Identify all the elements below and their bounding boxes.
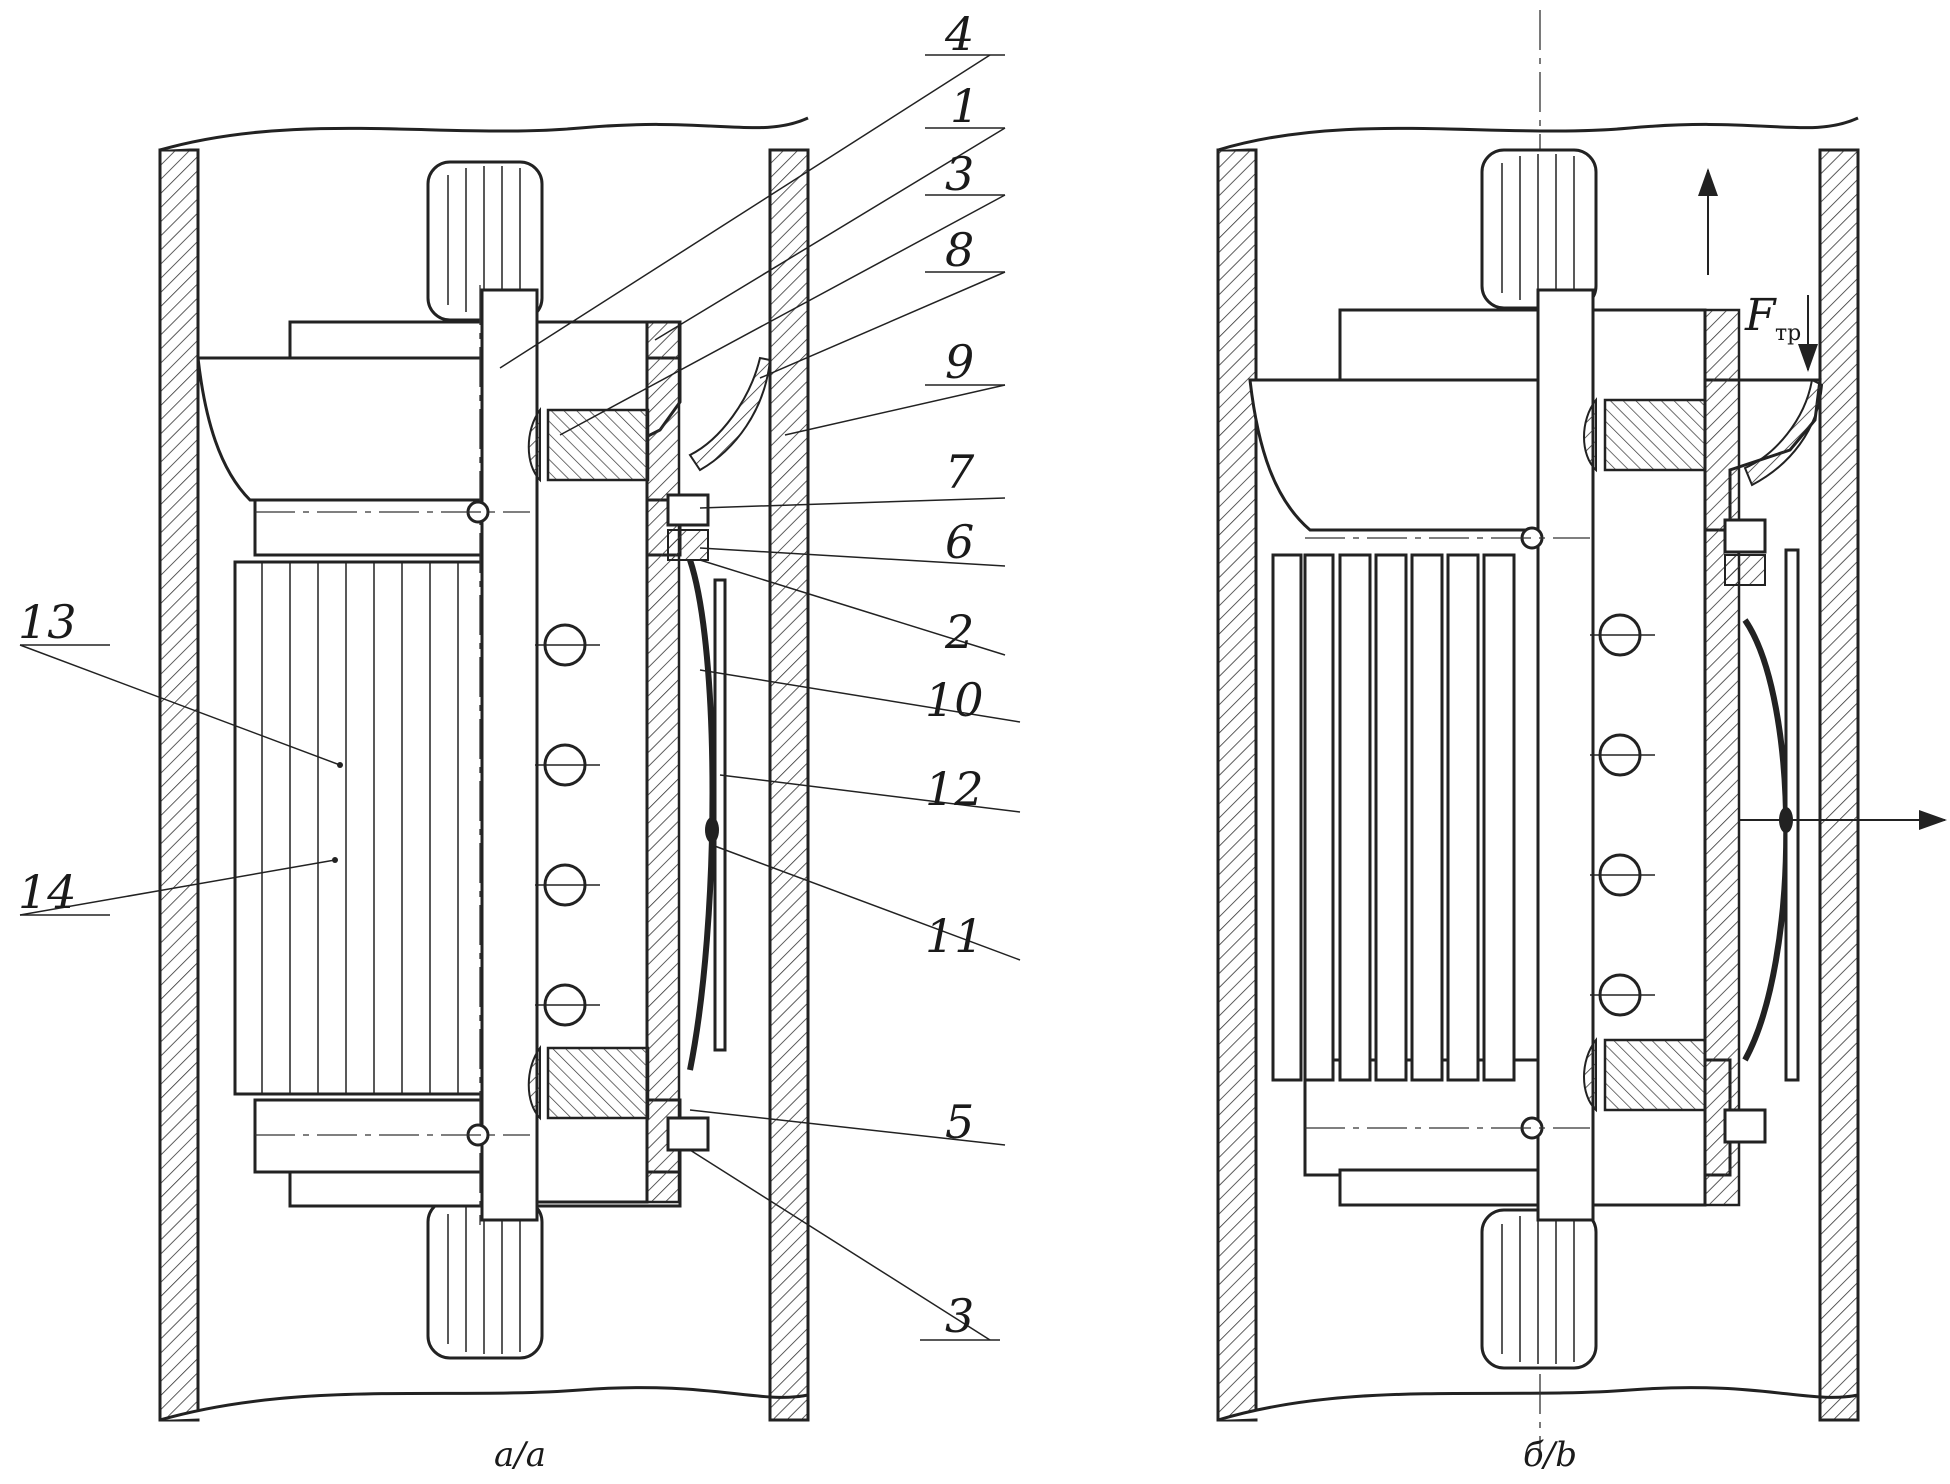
pipe-wall-right-b [1818,148,1860,1422]
view-a: 4 1 3 8 9 7 6 2 10 12 11 5 3 13 14 а/a [18,7,1021,1475]
callout-10: 10 [925,673,984,727]
force-label: F [1744,290,1777,341]
brush-b [1271,553,1516,1082]
plate-1-b [1703,308,1741,1207]
pipe-break-bottom-b [1217,1386,1859,1422]
callout-9: 9 [945,335,974,389]
callout-11: 11 [925,909,984,963]
seal-bottom-a [527,1044,541,1121]
callout-2: 2 [944,605,974,659]
pipe-break-bottom-a [159,1386,809,1422]
contact-11-a [705,817,719,843]
seal-8-a [688,356,772,472]
holes-b [1590,613,1655,1017]
insert-3-bottom-a [546,1046,650,1120]
caption-b: б/b [1523,1435,1577,1475]
pipe-break-top-b [1217,116,1859,152]
callout-5: 5 [945,1095,974,1149]
insert-top-b [1603,398,1707,472]
callout-14: 14 [18,865,77,919]
callout-8: 8 [945,223,974,277]
caption-a: а/a [494,1435,546,1475]
fastener-6-a [667,529,709,561]
callout-7: 7 [945,445,975,499]
callout-13: 13 [18,595,77,649]
callout-3-top: 3 [945,147,974,201]
holes-a [535,623,600,1027]
callout-6: 6 [945,515,974,569]
seal-top-a [527,406,541,483]
callout-4: 4 [944,7,974,61]
view-b: F тр б/b [1216,10,1947,1475]
pipe-wall-left-b [1216,148,1258,1422]
insert-bottom-b [1603,1038,1707,1112]
callout-3-bottom: 3 [945,1289,974,1343]
pipe-break-top-a [159,116,809,152]
callout-1: 1 [950,79,979,133]
roller-top-b [1480,148,1598,310]
force-subscript: тр [1775,321,1801,346]
plate-1-a [645,320,681,1204]
callouts-a [19,54,1021,1341]
leaf-spring-10-a [687,559,716,1071]
fastener-7-a [666,493,710,527]
callout-12: 12 [925,762,984,816]
fastener-5-a [666,1116,710,1152]
insert-3-top-a [546,408,650,482]
roller-bottom-a [426,1198,544,1360]
leaf-spring-b [1742,618,1790,1062]
pipe-wall-left-a [158,148,200,1422]
roller-bottom-b [1480,1208,1598,1370]
brush-13-a [233,560,487,1096]
plate-12-a [713,578,727,1052]
